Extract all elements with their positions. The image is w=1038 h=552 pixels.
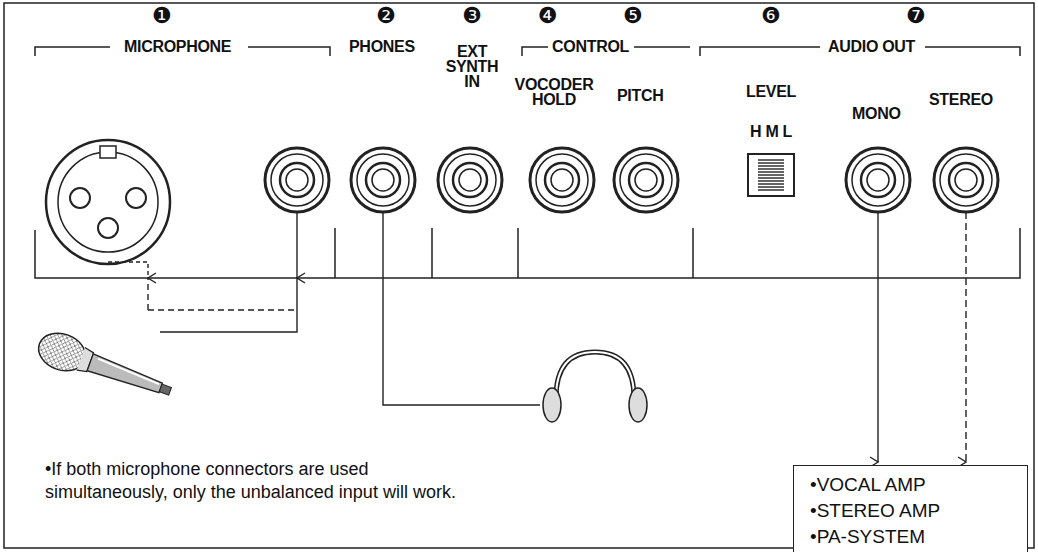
output-leaders xyxy=(878,212,966,462)
callout-number: ❷ xyxy=(376,5,396,27)
section-label: CONTROL xyxy=(549,39,632,55)
output-device-box: •VOCAL AMP•STEREO AMP•PA-SYSTEM xyxy=(793,465,1028,552)
section-brackets xyxy=(35,47,1020,108)
jack-label: PITCH xyxy=(614,88,667,104)
device-item: •STEREO AMP xyxy=(810,498,1017,524)
callout-number: ❶ xyxy=(152,5,172,27)
xlr-connector xyxy=(46,140,170,264)
switch-label: LEVEL xyxy=(743,84,799,100)
device-item: •VOCAL AMP xyxy=(810,472,1017,498)
callout-number: ❻ xyxy=(761,5,781,27)
section-frame xyxy=(35,228,1020,278)
section-label: PHONES xyxy=(346,39,418,55)
switch-positions: H M L xyxy=(747,124,795,140)
footnote: •If both microphone connectors are used … xyxy=(45,458,465,504)
section-label: MICROPHONE xyxy=(121,39,234,55)
callout-number: ❹ xyxy=(538,5,558,27)
jack-label: VOCODER HOLD xyxy=(509,77,599,107)
callout-number: ❸ xyxy=(462,5,482,27)
jack-label: STEREO xyxy=(926,92,996,108)
device-item: •PA-SYSTEM xyxy=(810,524,1017,550)
microphone-illustration xyxy=(33,327,176,408)
phone-jacks xyxy=(265,148,998,212)
jack-label: MONO xyxy=(849,106,904,122)
callout-number: ❼ xyxy=(906,5,926,27)
callout-number: ❺ xyxy=(623,5,643,27)
mic-leaders xyxy=(108,212,297,332)
headphones-illustration xyxy=(383,212,647,422)
section-label: EXT SYNTH IN xyxy=(440,44,504,89)
level-switch xyxy=(748,154,794,196)
section-label: AUDIO OUT xyxy=(825,39,918,55)
